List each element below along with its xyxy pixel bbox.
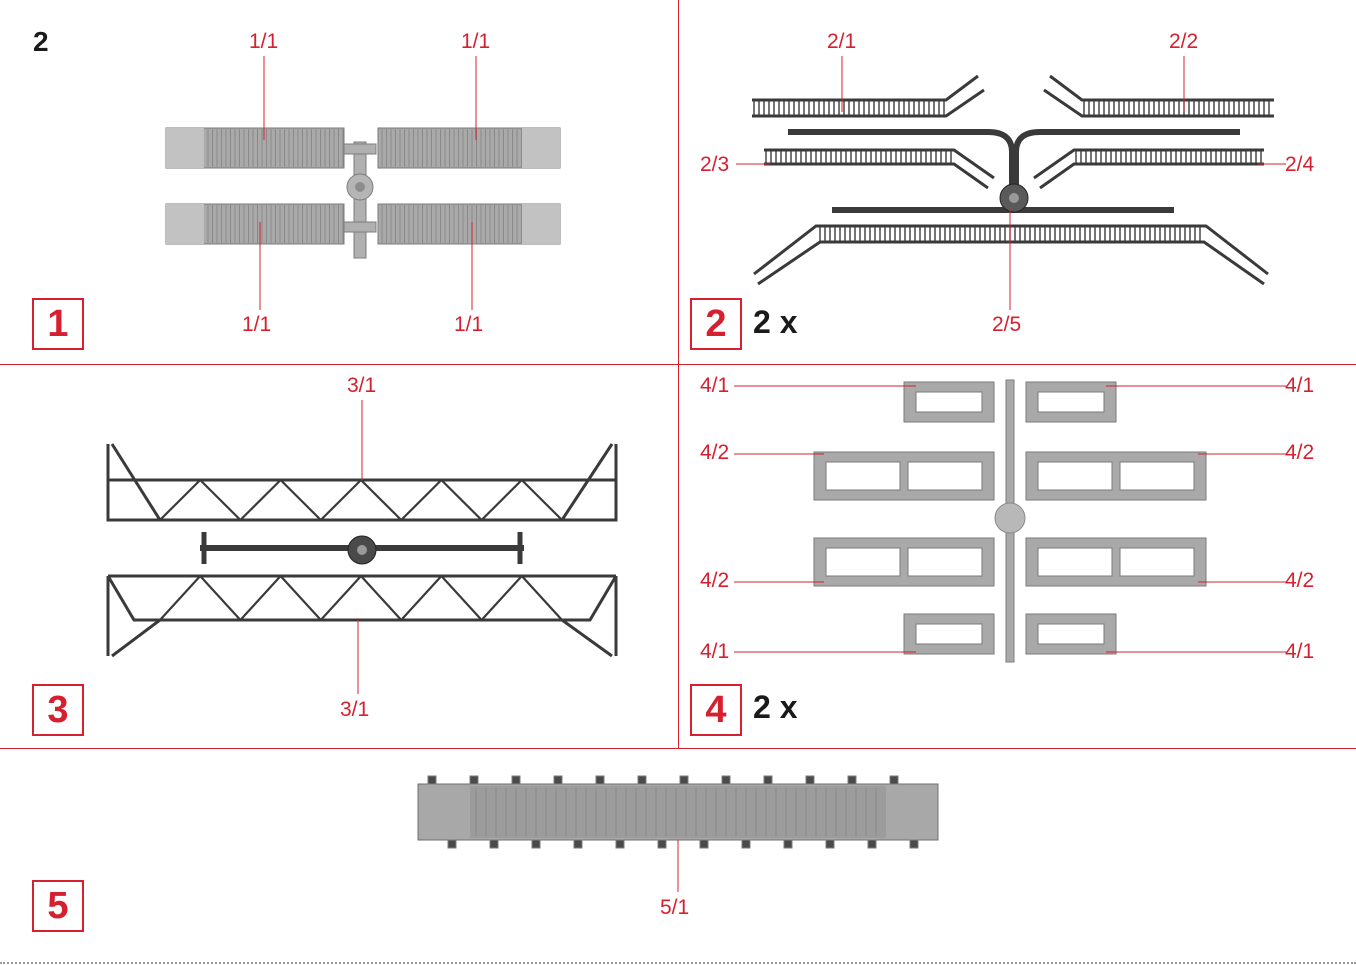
callout-2-4: 2/4 [1285, 153, 1314, 177]
step-5-panel: 5/1 5 [0, 748, 1356, 962]
step-4-number-box: 4 [690, 684, 742, 736]
step-1-number-box: 1 [32, 298, 84, 350]
step-5-sprue-illustration [0, 748, 1356, 962]
callout-2-3: 2/3 [700, 153, 729, 177]
callout-3-1-bottom: 3/1 [340, 698, 369, 722]
page-bottom-dotted-rule [0, 962, 1356, 964]
callout-2-1: 2/1 [827, 30, 856, 54]
step-2-number-box: 2 [690, 298, 742, 350]
step-1-panel: 1/1 1/1 1/1 1/1 1 [0, 0, 678, 364]
step-3-panel: 3/1 3/1 3 [0, 364, 678, 748]
step-5-number-box: 5 [32, 880, 84, 932]
callout-4-2-upper-right: 4/2 [1285, 441, 1314, 465]
callout-4-2-lower-right: 4/2 [1285, 569, 1314, 593]
callout-4-1-top-left: 4/1 [700, 374, 729, 398]
callout-2-5: 2/5 [992, 313, 1021, 337]
step-4-quantity: 2 x [753, 689, 797, 726]
callout-5-1: 5/1 [660, 896, 689, 920]
callout-4-2-upper-left: 4/2 [700, 441, 729, 465]
callout-1-1-top-right: 1/1 [461, 30, 490, 54]
step-3-sprue-illustration [0, 364, 678, 748]
step-2-quantity: 2 x [753, 304, 797, 341]
callout-4-2-lower-left: 4/2 [700, 569, 729, 593]
callout-2-2: 2/2 [1169, 30, 1198, 54]
callout-1-1-top-left: 1/1 [249, 30, 278, 54]
step-2-panel: 2/1 2/2 2/3 2/4 2/5 2 2 x [678, 0, 1356, 364]
step-3-number-box: 3 [32, 684, 84, 736]
callout-3-1-top: 3/1 [347, 374, 376, 398]
callout-4-1-bottom-left: 4/1 [700, 640, 729, 664]
callout-4-1-top-right: 4/1 [1285, 374, 1314, 398]
callout-1-1-bottom-left: 1/1 [242, 313, 271, 337]
step-4-panel: 4/1 4/1 4/2 4/2 4/2 4/2 4/1 4/1 4 2 x [678, 364, 1356, 748]
step-1-sprue-illustration [0, 0, 678, 364]
callout-4-1-bottom-right: 4/1 [1285, 640, 1314, 664]
callout-1-1-bottom-right: 1/1 [454, 313, 483, 337]
